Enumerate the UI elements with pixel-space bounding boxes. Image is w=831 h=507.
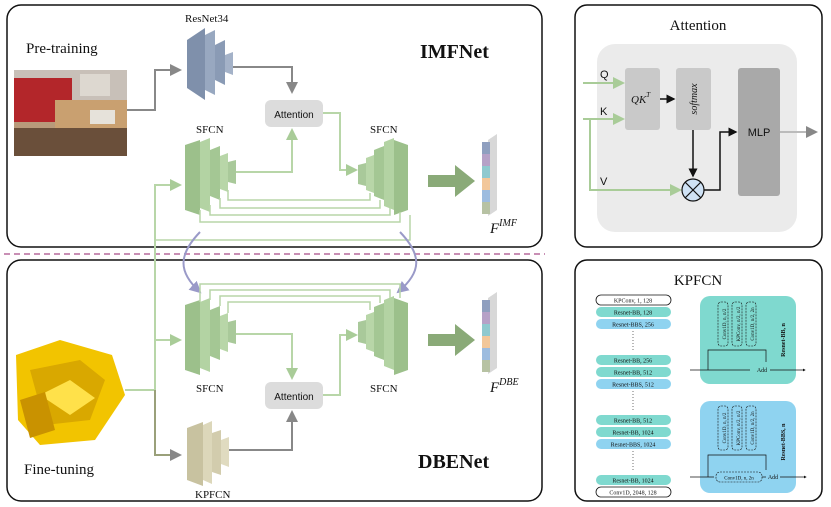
edge-attention-decoder-bottom: [323, 329, 358, 396]
kpfcn-layer-8: Resnet-BBS, 1024: [611, 443, 656, 449]
sfcn-decoder-top: [358, 138, 408, 215]
kpfcn-panel-title: KPFCN: [674, 273, 723, 289]
input-v-label: V: [600, 176, 608, 188]
edge-pc-sfcn-top: [125, 179, 182, 391]
bbs-layer-0: Conv1D, n, n/2: [723, 412, 728, 443]
multiply-node: [681, 178, 705, 202]
attention-panel-title: Attention: [670, 18, 727, 34]
kpfcn-layer-7: Resnet-BB, 1024: [612, 431, 653, 437]
curve-arrow-left: [182, 231, 202, 294]
dbenet-panel: [6, 259, 543, 502]
feature-stack-bottom: [482, 292, 497, 374]
bb-layer-0: Conv1D, n, n/2: [723, 308, 728, 339]
kpfcn-layer-10: Conv1D, 2048, 128: [609, 491, 656, 497]
sfcn-label-top-right: SFCN: [370, 124, 398, 136]
input-q-label: Q: [600, 69, 609, 81]
sfcn-encoder-bottom: [185, 298, 236, 375]
qk-label: QKT: [631, 91, 651, 106]
attention-label-top: Attention: [274, 110, 313, 121]
edge-resnet-attention: [233, 66, 298, 94]
point-cloud-image: [16, 340, 125, 445]
curve-arrow-right: [396, 231, 418, 294]
kpfcn-layer-0: KPConv, 1, 128: [614, 299, 652, 305]
softmax-label: softmax: [689, 83, 700, 115]
bb-layer-2: Conv1D, n/2, 2n: [751, 307, 756, 341]
qk-block: [625, 68, 660, 130]
mlp-block: [738, 68, 780, 196]
resnet34-label: ResNet34: [185, 13, 229, 25]
sfcn-label-bottom-left: SFCN: [196, 383, 224, 395]
kpfcn-layer-4: Resnet-BB, 512: [614, 371, 652, 377]
bb-title: Resnet-BB, n: [781, 323, 787, 357]
arrow-to-feature-bottom: [428, 324, 475, 356]
bbs-layer-1: KPConv, n/2, n/2: [737, 410, 742, 445]
sfcn-encoder-top: [185, 138, 236, 215]
attention-box-bottom: [265, 382, 323, 409]
feature-stack-top: [482, 134, 497, 216]
bbs-layer-2: Conv1D, n/2, 2n: [751, 411, 756, 445]
sfcn-label-top-left: SFCN: [196, 124, 224, 136]
arrow-to-feature-top: [428, 165, 475, 197]
sfcn-decoder-bottom: [358, 296, 408, 375]
bb-layer-1: KPConv, n/2, n/2: [737, 306, 742, 341]
edge-mult-mlp: [704, 127, 738, 191]
edge-attention-decoder-top: [323, 112, 358, 176]
bbs-title: Resnet-BBS, n: [781, 423, 787, 461]
bbs-add: Add: [768, 475, 778, 481]
kpfcn-layer-1: Resnet-BB, 128: [614, 311, 652, 317]
stage-finetuning: Fine-tuning: [24, 462, 94, 478]
stage-pretraining: Pre-training: [26, 41, 98, 57]
resnet-bb-block: Conv1D, n, n/2 KPConv, n/2, n/2 Conv1D, …: [690, 296, 806, 384]
sfcn-label-bottom-right: SFCN: [370, 383, 398, 395]
kpfcn-layer-5: Resnet-BBS, 512: [612, 383, 654, 389]
softmax-block: [676, 68, 711, 130]
feature-label-bottom: FDBE: [489, 377, 519, 396]
title-imfnet: IMFNet: [420, 41, 489, 63]
skip-connections-top: [155, 190, 411, 241]
kpfcn-block: [187, 421, 229, 486]
kpfcn-layer-list: KPConv, 1, 128 Resnet-BB, 128 Resnet-BBS…: [595, 294, 672, 498]
kpfcn-layer-3: Resnet-BB, 256: [614, 359, 652, 365]
edge-sfcn-attention-bottom: [236, 333, 298, 380]
kpfcn-label: KPFCN: [195, 489, 231, 501]
edge-v-mult: [589, 119, 682, 196]
resnet-bbs-block: Conv1D, n, n/2 KPConv, n/2, n/2 Conv1D, …: [690, 401, 807, 493]
edge-pc-kpfcn: [154, 390, 182, 461]
bbs-side: Conv1D, n, 2n: [724, 477, 754, 482]
input-k-label: K: [600, 106, 608, 118]
edge-rgb-resnet: [127, 64, 182, 111]
attention-label-bottom: Attention: [274, 392, 313, 403]
title-dbenet: DBENet: [418, 451, 489, 473]
kpfcn-layer-9: Resnet-BB, 1024: [612, 479, 653, 485]
mlp-label: MLP: [748, 127, 771, 139]
rgb-image: [14, 70, 127, 156]
resnet34-block: [187, 28, 233, 100]
kpfcn-layer-2: Resnet-BBS, 256: [612, 323, 654, 329]
edge-kpfcn-attention: [229, 410, 298, 451]
bb-add: Add: [757, 368, 767, 374]
attention-box-top: [265, 100, 323, 127]
kpfcn-layer-6: Resnet-BB, 512: [614, 419, 652, 425]
feature-label-top: FIMF: [489, 218, 518, 237]
skip-connections-bottom: [199, 283, 401, 313]
edge-sfcn-attention-top: [236, 128, 298, 173]
